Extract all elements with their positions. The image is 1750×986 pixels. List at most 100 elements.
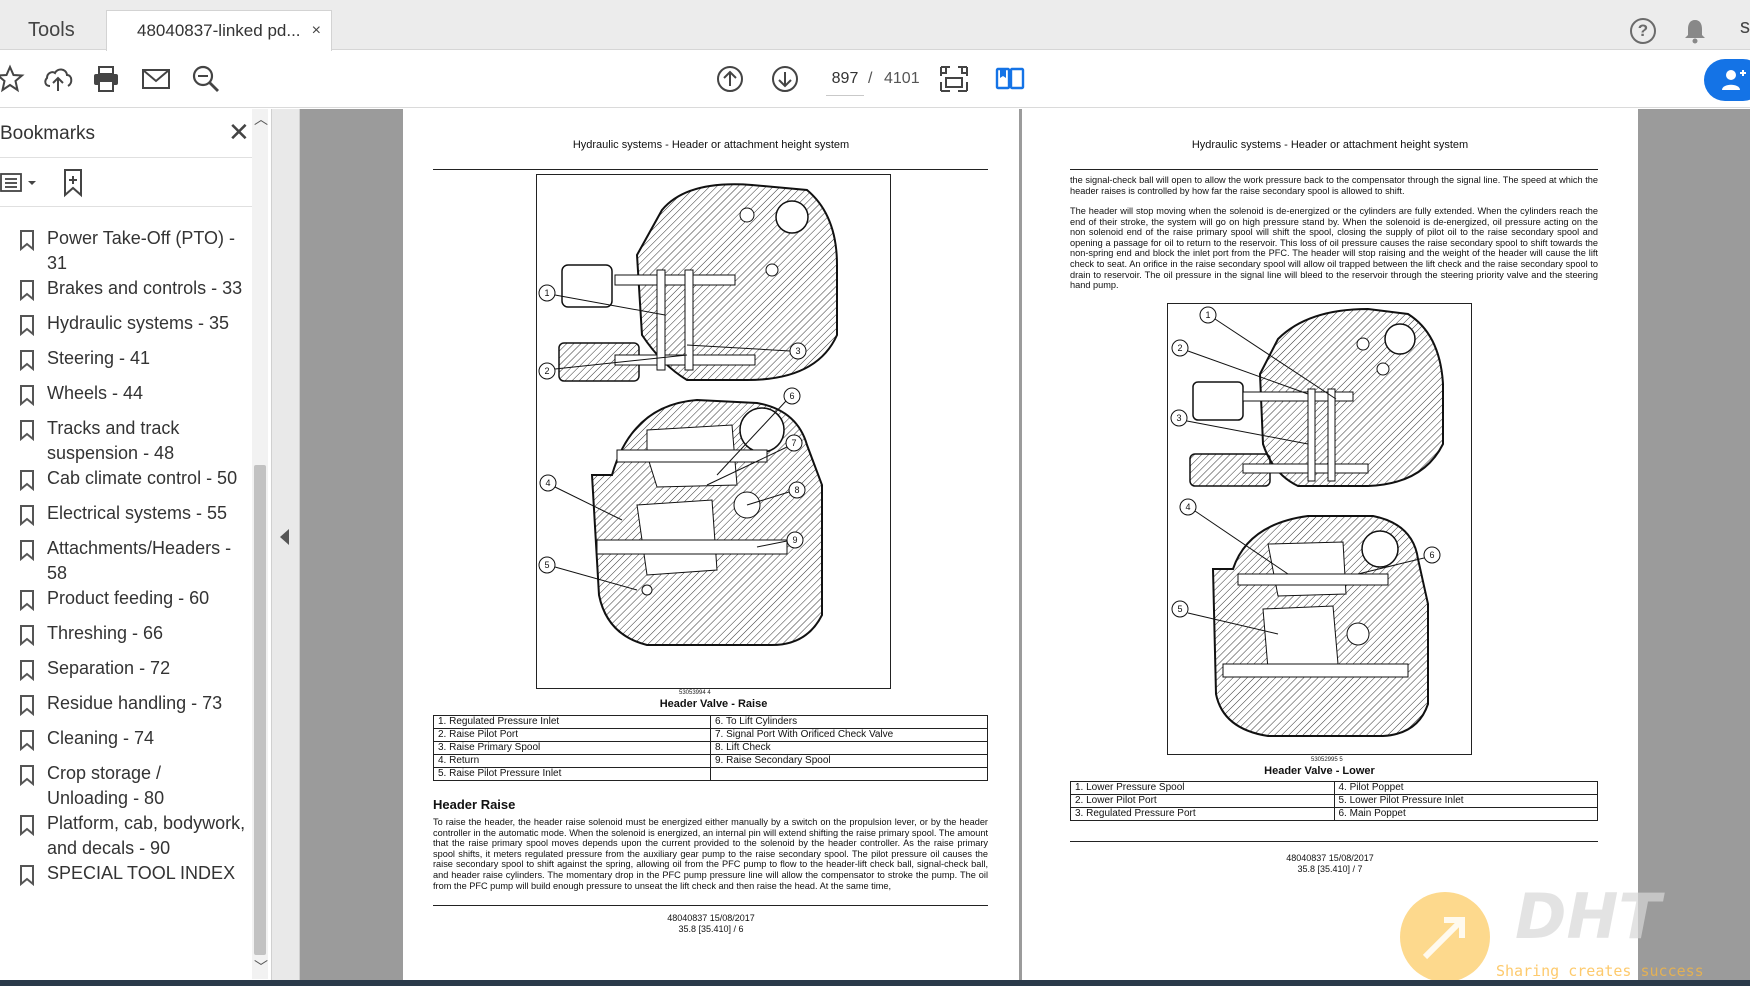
- bookmark-label: Electrical systems - 55: [47, 503, 228, 523]
- bookmarks-scrollbar[interactable]: ︿ ﹀: [252, 109, 268, 979]
- legend-cell: 1. Lower Pressure Spool: [1070, 781, 1335, 795]
- print-icon[interactable]: [88, 61, 124, 97]
- bookmark-icon: [19, 280, 35, 302]
- tab-tools[interactable]: Tools: [28, 19, 75, 41]
- legend-cell: 2. Raise Pilot Port: [433, 728, 711, 742]
- bookmark-icon: [19, 590, 35, 612]
- bookmarks-title: Bookmarks: [0, 123, 96, 144]
- legend-cell: 6. To Lift Cylinders: [710, 715, 988, 729]
- bookmark-icon: [19, 765, 35, 787]
- collapse-panel-handle[interactable]: [272, 109, 300, 986]
- page-fit-icon[interactable]: [936, 61, 972, 97]
- bookmark-icon: [19, 315, 35, 337]
- page-separator: /: [868, 70, 873, 87]
- body-paragraph-2: The header will stop moving when the sol…: [1070, 206, 1598, 291]
- page-down-icon[interactable]: [767, 61, 803, 97]
- star-icon[interactable]: [0, 61, 28, 97]
- callout-2: 2: [544, 366, 549, 376]
- scrollbar-thumb[interactable]: [254, 465, 266, 955]
- page-up-icon[interactable]: [712, 61, 748, 97]
- valve-raise-drawing: 1 2 3 4 5 6 7 8 9: [538, 183, 838, 646]
- document-view[interactable]: Hydraulic systems - Header or attachment…: [300, 109, 1750, 986]
- legend-cell: [710, 767, 988, 781]
- bookmark-label: Residue handling - 73: [47, 693, 223, 713]
- bookmark-icon: [19, 625, 35, 647]
- header-rule: [1070, 169, 1598, 170]
- footer-rule: [433, 905, 988, 906]
- body-paragraph-1: the signal-check ball will open to allow…: [1070, 175, 1598, 196]
- bookmark-label: Cleaning - 74: [47, 728, 155, 748]
- figure-caption: Header Valve - Lower: [1264, 765, 1375, 777]
- add-bookmark-icon[interactable]: [62, 168, 88, 203]
- close-tab-icon[interactable]: ×: [311, 22, 321, 39]
- callout-4: 4: [1185, 502, 1190, 512]
- footer-doc-id: 48040837 15/08/2017: [667, 913, 755, 923]
- close-panel-icon[interactable]: ✕: [228, 117, 250, 147]
- legend-row: 5. Raise Pilot Pressure Inlet: [433, 767, 988, 781]
- legend-cell: 5. Raise Pilot Pressure Inlet: [433, 767, 711, 781]
- bell-icon[interactable]: [1683, 18, 1707, 44]
- callout-9: 9: [792, 535, 797, 545]
- legend-cell: 4. Return: [433, 754, 711, 768]
- legend-cell: 3. Raise Primary Spool: [433, 741, 711, 755]
- bookmark-icon: [19, 660, 35, 682]
- page-total: 4101: [884, 70, 920, 87]
- figure-header-valve-lower: 1 2 3 4 5 6: [1167, 303, 1472, 755]
- callout-7: 7: [791, 438, 796, 448]
- legend-cell: 7. Signal Port With Orificed Check Valve: [710, 728, 988, 742]
- toolbar: 897 / 4101: [0, 51, 1750, 108]
- bookmark-label: Threshing - 66: [47, 623, 164, 643]
- bookmark-icon: [19, 815, 35, 837]
- bookmark-icon: [19, 695, 35, 717]
- bookmark-label: Cab climate control - 50: [47, 468, 238, 488]
- figure-id: 53053994 4: [679, 690, 711, 696]
- bookmark-icon: [19, 505, 35, 527]
- callout-3: 3: [1176, 413, 1181, 423]
- callout-3: 3: [795, 346, 800, 356]
- header-rule: [433, 169, 988, 170]
- tab-document-label: 48040837-linked pd...: [137, 21, 301, 40]
- collapse-arrow-icon[interactable]: [280, 529, 289, 545]
- share-button[interactable]: [1704, 59, 1750, 101]
- taskbar-edge: [0, 980, 1750, 986]
- bookmark-options-icon[interactable]: [0, 170, 40, 201]
- zoom-out-icon[interactable]: [188, 61, 224, 97]
- footer-page-ref: 35.8 [35.410] / 7: [1297, 864, 1363, 874]
- page-footer: 48040837 15/08/2017 35.8 [35.410] / 6: [403, 913, 1019, 935]
- page-header: Hydraulic systems - Header or attachment…: [1191, 139, 1469, 151]
- tab-document[interactable]: 48040837-linked pd... ×: [106, 10, 332, 54]
- upload-icon[interactable]: [40, 61, 76, 97]
- page-footer: 48040837 15/08/2017 35.8 [35.410] / 7: [1022, 853, 1638, 875]
- scroll-up-icon[interactable]: ︿: [254, 111, 268, 127]
- legend-cell: 1. Regulated Pressure Inlet: [433, 715, 711, 729]
- bookmark-label: Wheels - 44: [47, 383, 144, 403]
- cut-off-label: s: [1740, 16, 1750, 38]
- page-number-input[interactable]: 897: [826, 62, 864, 96]
- callout-4: 4: [545, 478, 550, 488]
- bookmark-icon: [19, 350, 35, 372]
- valve-lower-drawing: 1 2 3 4 5 6: [1170, 306, 1444, 737]
- scroll-down-icon[interactable]: ﹀: [254, 959, 268, 975]
- bookmark-label: Hydraulic systems - 35: [47, 313, 230, 333]
- help-icon[interactable]: ?: [1630, 18, 1656, 44]
- bookmark-label: Attachments/Headers - 58: [47, 538, 232, 583]
- mail-icon[interactable]: [138, 61, 174, 97]
- figure-id: 53052995 5: [1311, 757, 1343, 763]
- two-page-view-icon[interactable]: [992, 61, 1028, 97]
- legend-cell: 5. Lower Pilot Pressure Inlet: [1333, 794, 1598, 808]
- page-header: Hydraulic systems - Header or attachment…: [572, 139, 850, 151]
- bookmark-label: Separation - 72: [47, 658, 171, 678]
- bookmarks-toolbar: [0, 157, 262, 207]
- share-icon: [1722, 70, 1746, 90]
- bookmark-label: Steering - 41: [47, 348, 151, 368]
- callout-5: 5: [544, 560, 549, 570]
- bookmark-label: SPECIAL TOOL INDEX: [47, 863, 236, 883]
- tab-bar: Tools 48040837-linked pd... × ? s: [0, 0, 1750, 54]
- pdf-page-left: Hydraulic systems - Header or attachment…: [403, 109, 1019, 986]
- legend-cell: 9. Raise Secondary Spool: [710, 754, 988, 768]
